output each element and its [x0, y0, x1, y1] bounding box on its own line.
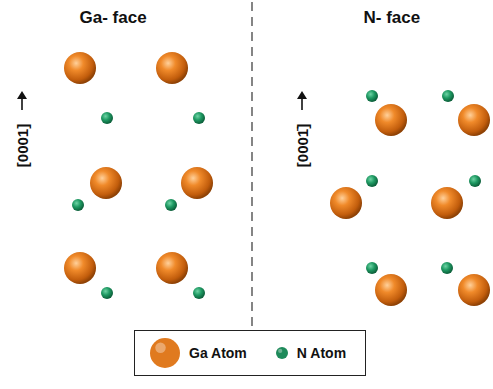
legend-text: N Atom: [297, 345, 346, 361]
face-heading: N- face: [364, 8, 421, 28]
legend-swatch: [149, 337, 181, 369]
face-heading: Ga- face: [80, 8, 147, 28]
ga-face-atoms: [64, 52, 213, 299]
legend-box: Ga Atom N Atom: [134, 330, 366, 376]
direction-label: [0001]: [14, 123, 31, 166]
legend-text: Ga Atom: [189, 345, 247, 361]
legend-swatch: [275, 346, 289, 360]
divider-line: [251, 2, 252, 328]
direction-label: [0001̄]: [294, 123, 311, 166]
n-face-atoms: [330, 90, 490, 306]
legend-item: N Atom: [275, 345, 346, 361]
legend-item: Ga Atom: [149, 337, 247, 369]
direction-arrows: [17, 91, 307, 110]
